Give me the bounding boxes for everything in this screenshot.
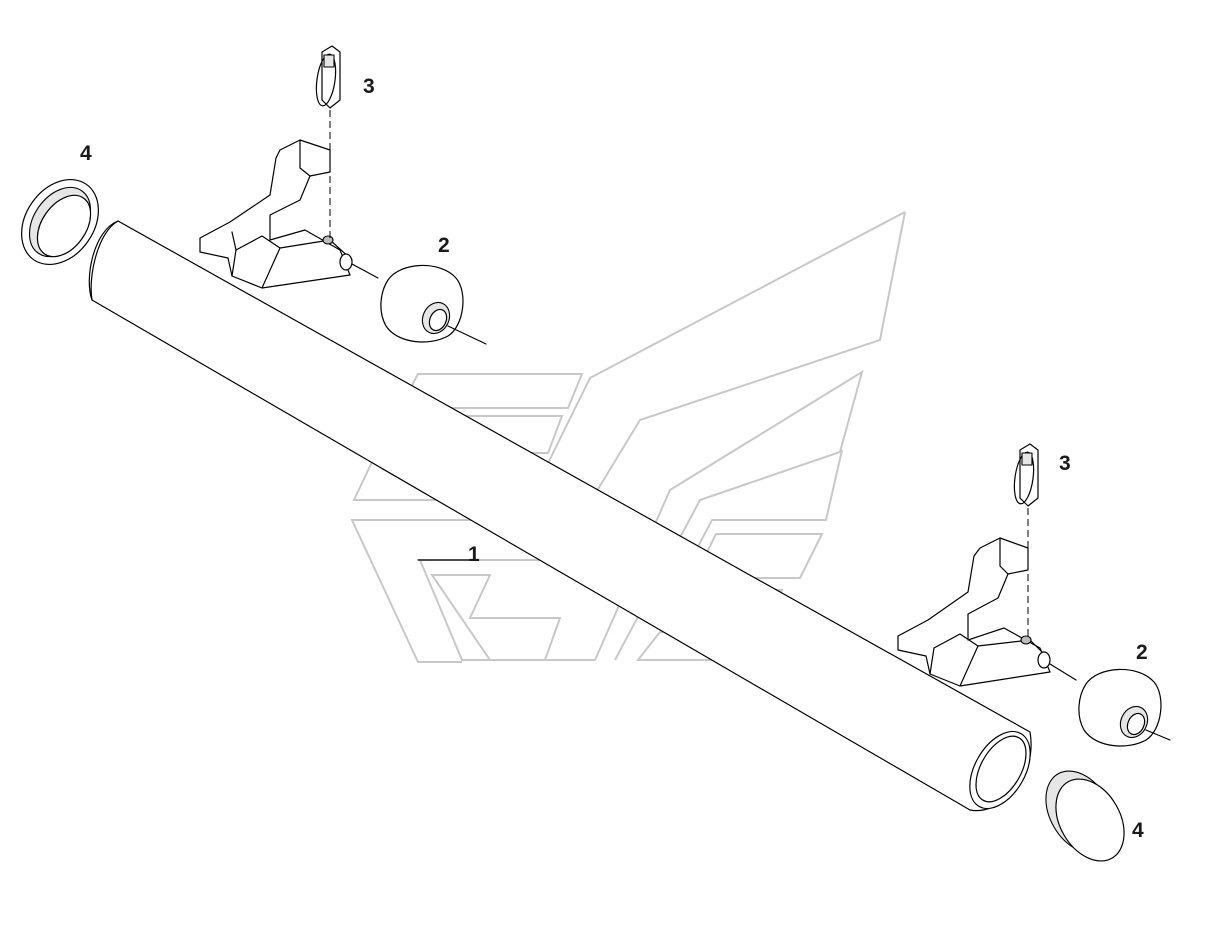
callout-label-1: 1 bbox=[468, 543, 480, 566]
bracket-top bbox=[199, 139, 353, 289]
bracket-bottom bbox=[897, 537, 1051, 687]
end-cap-part-4-top bbox=[21, 178, 99, 266]
ball-joint-part-2-bottom bbox=[1049, 663, 1171, 747]
lynch-pin-part-3-bottom bbox=[1013, 443, 1039, 640]
callout-label-3-bottom: 3 bbox=[1059, 452, 1071, 475]
callout-label-4-top: 4 bbox=[80, 142, 92, 165]
callout-label-3-top: 3 bbox=[363, 75, 375, 98]
callout-label-4-bottom: 4 bbox=[1132, 819, 1144, 842]
callout-label-2-bottom: 2 bbox=[1136, 641, 1148, 664]
callout-label-2-top: 2 bbox=[438, 234, 450, 257]
end-cap-part-4-bottom bbox=[1045, 770, 1125, 862]
ball-joint-part-2-top bbox=[351, 263, 487, 345]
tube-part-1 bbox=[88, 220, 1032, 812]
lynch-pin-part-3-top bbox=[315, 45, 341, 240]
